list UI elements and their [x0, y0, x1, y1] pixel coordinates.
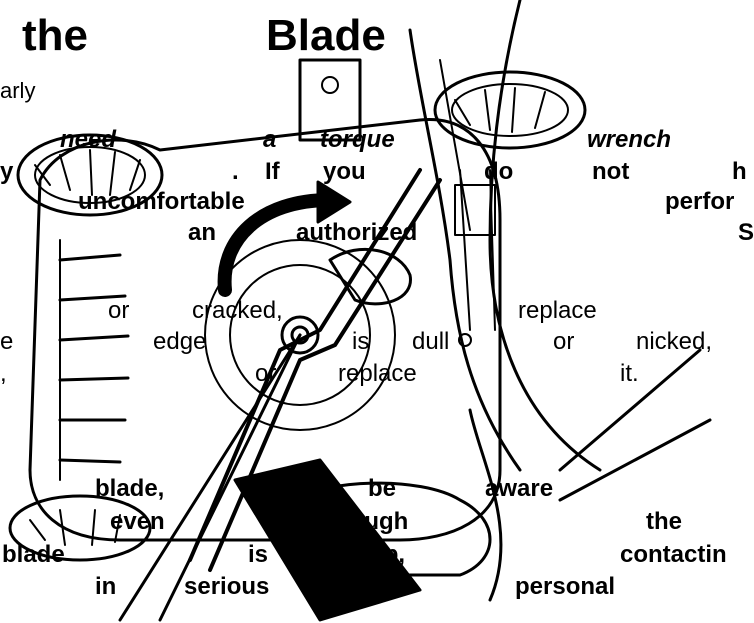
body-word: the [646, 508, 682, 535]
body-word: or [553, 328, 575, 355]
body-word: contactin [620, 541, 727, 568]
body-word: or [255, 360, 277, 387]
body-word: authorized [296, 219, 418, 246]
body-word: is [248, 541, 269, 568]
body-word: , [0, 360, 7, 387]
body-word: is [352, 328, 370, 355]
body-word: If [265, 158, 280, 185]
body-word: blade [2, 541, 65, 568]
body-word: blade, [95, 475, 165, 502]
body-word: h [732, 158, 747, 185]
body-word: sharp, [333, 541, 406, 568]
body-word: replace [338, 360, 417, 387]
body-word: cracked, [192, 297, 283, 324]
body-word: replace [518, 297, 597, 324]
body-word: an [188, 219, 217, 246]
body-word: do [484, 158, 514, 185]
body-word: aware [485, 475, 554, 502]
body-word: a [263, 126, 277, 153]
body-word: need [60, 126, 117, 153]
body-word: in [95, 573, 117, 600]
body-word: perfor [665, 188, 735, 215]
body-word: . [232, 158, 239, 185]
body-word: nicked, [636, 328, 713, 355]
body-word: dull [412, 328, 450, 355]
body-word: you [323, 158, 366, 185]
body-word: y [0, 158, 14, 185]
heading-word: the [22, 11, 88, 60]
body-word: or [108, 297, 130, 324]
body-word: though [327, 508, 409, 535]
body-word: not [592, 158, 630, 185]
body-word: e [0, 328, 14, 355]
heading-word: Blade [266, 11, 386, 60]
body-word: edge [153, 328, 207, 355]
body-word: S [738, 219, 754, 246]
body-word: uncomfortable [78, 188, 245, 215]
body-word: be [368, 475, 397, 502]
body-word: it. [620, 360, 639, 387]
body-word: even [110, 508, 165, 535]
body-word: wrench [587, 126, 672, 153]
body-word: personal [515, 573, 616, 600]
body-word: torque [320, 126, 395, 153]
body-word: arly [0, 78, 36, 103]
body-word: serious [184, 573, 270, 600]
